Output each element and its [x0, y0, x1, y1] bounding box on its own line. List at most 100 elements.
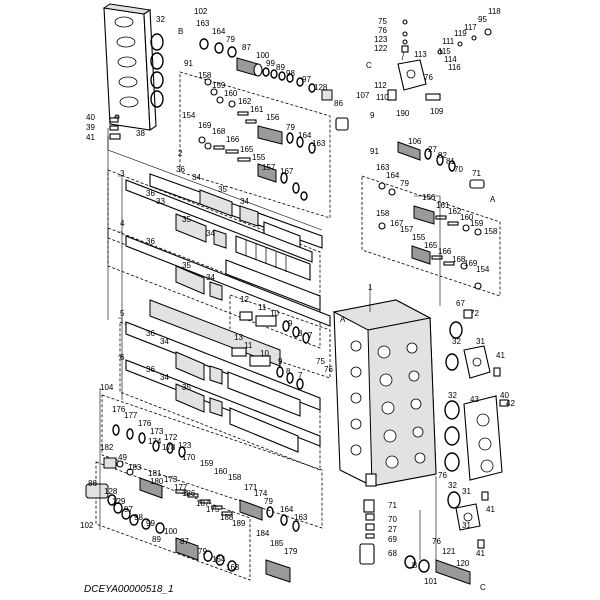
spool-4: [125, 235, 331, 367]
callout-166-right: 166: [438, 247, 452, 256]
callout-49: 49: [118, 453, 127, 462]
callout-157-right: 157: [400, 225, 414, 234]
callout-40-top: 40: [86, 113, 95, 122]
callout-27-right: 27: [428, 145, 437, 154]
callout-68: 68: [388, 549, 397, 558]
callout-81: 81: [446, 157, 455, 166]
callout-75: 75: [378, 17, 387, 26]
callout-79-top: 79: [226, 35, 235, 44]
callout-179: 179: [284, 547, 298, 556]
callout-labels: 118 75 76 123 122 95 117 119 111 115 113…: [80, 7, 515, 592]
callout-164-mid: 164: [280, 505, 294, 514]
callout-159-upper: 159: [212, 81, 226, 90]
callout-173-b: 173: [164, 475, 178, 484]
callout-34-spool4: 34: [206, 229, 215, 238]
callout-B-top: B: [178, 27, 183, 36]
callout-184: 184: [256, 529, 270, 538]
callout-33: 33: [156, 197, 165, 206]
callout-186: 186: [182, 489, 196, 498]
callout-159-lower: 159: [200, 459, 214, 468]
callout-10-upper: 10: [270, 309, 279, 318]
callout-42: 42: [506, 399, 515, 408]
callout-163-mid: 163: [294, 513, 308, 522]
callout-181: 181: [148, 469, 162, 478]
callout-99-top: 99: [266, 59, 275, 68]
callout-9-upper: 9: [288, 319, 293, 328]
callout-69: 69: [388, 535, 397, 544]
callout-79-right: 79: [400, 179, 409, 188]
callout-98-lower: 98: [134, 513, 143, 522]
callout-176-b: 176: [138, 419, 152, 428]
drawing-reference-code: DCEYA00000518_1: [84, 584, 174, 595]
callout-172: 172: [164, 433, 178, 442]
callout-35-spool6: 35: [182, 383, 191, 392]
callout-164-top: 164: [212, 27, 226, 36]
callout-79-mid: 79: [264, 497, 273, 506]
callout-129: 129: [112, 497, 126, 506]
callout-95: 95: [478, 15, 487, 24]
callout-12: 12: [240, 295, 249, 304]
callout-161-upper: 161: [250, 105, 264, 114]
callout-32-right-c: 32: [448, 481, 457, 490]
callout-32-right: 32: [452, 337, 461, 346]
callout-167-upper: 167: [280, 167, 294, 176]
callout-8-lower: 8: [286, 367, 291, 376]
callout-107: 107: [356, 91, 370, 100]
callout-183: 183: [128, 463, 142, 472]
callout-102-top: 102: [194, 7, 208, 16]
callout-8-upper: 8: [298, 329, 303, 338]
callout-123-lower: 123: [178, 441, 192, 450]
callout-1: 1: [368, 283, 373, 292]
callout-109: 109: [430, 107, 444, 116]
callout-34-spool2: 34: [192, 173, 201, 182]
callout-43: 43: [470, 395, 479, 404]
callout-31-right: 31: [476, 337, 485, 346]
callout-79-upper: 79: [286, 123, 295, 132]
callout-72: 72: [470, 309, 479, 318]
o-ring-column: [150, 33, 164, 108]
main-valve-body: [332, 299, 437, 487]
callout-170: 170: [182, 453, 196, 462]
callout-158-right: 158: [484, 227, 498, 236]
relief-valve-row-bottom: [85, 483, 291, 583]
callout-123: 123: [374, 35, 388, 44]
callout-36-spool5: 36: [146, 329, 155, 338]
callout-163-upper: 163: [312, 139, 326, 148]
callout-177-a: 177: [124, 411, 138, 420]
callout-160-right: 160: [460, 213, 474, 222]
callout-87-top: 87: [242, 43, 251, 52]
callout-B-bottom: B: [412, 561, 417, 570]
pilot-valve-group-upper: [198, 78, 316, 201]
callout-190: 190: [396, 109, 410, 118]
callout-164-lower: 164: [212, 555, 226, 564]
seal-group-12-7: [231, 311, 310, 390]
callout-100-top: 100: [256, 51, 270, 60]
callout-36-spool4: 36: [146, 237, 155, 246]
callout-117: 117: [464, 23, 477, 32]
callout-35-spool3: 35: [182, 215, 191, 224]
small-bolts-40-41: [109, 117, 121, 140]
leader-lines: [99, 51, 441, 568]
callout-120: 120: [456, 559, 470, 568]
callout-180: 180: [150, 477, 164, 486]
callout-155-right: 155: [412, 233, 426, 242]
callout-87-lower: 87: [180, 537, 189, 546]
callout-154-right: 154: [476, 265, 490, 274]
callout-114: 114: [444, 55, 457, 64]
callout-34-spool3: 34: [240, 197, 249, 206]
relief-valve-row-mid: [103, 424, 300, 532]
end-cover-block: [102, 3, 157, 131]
callout-160-upper: 160: [224, 89, 238, 98]
assembly-group-outlines: [95, 71, 501, 581]
callout-36-spool2: 36: [176, 165, 185, 174]
callout-98-top: 98: [286, 69, 295, 78]
callout-3: 3: [120, 169, 125, 178]
bottom-fittings: [359, 499, 471, 585]
callout-162-right: 162: [448, 207, 462, 216]
callout-82: 82: [438, 151, 447, 160]
callout-155-upper: 155: [252, 153, 266, 162]
callout-86-lower: 86: [88, 479, 97, 488]
callout-128-lower: 128: [104, 487, 118, 496]
callout-128-top: 128: [314, 83, 328, 92]
callout-76-right: 76: [438, 471, 447, 480]
